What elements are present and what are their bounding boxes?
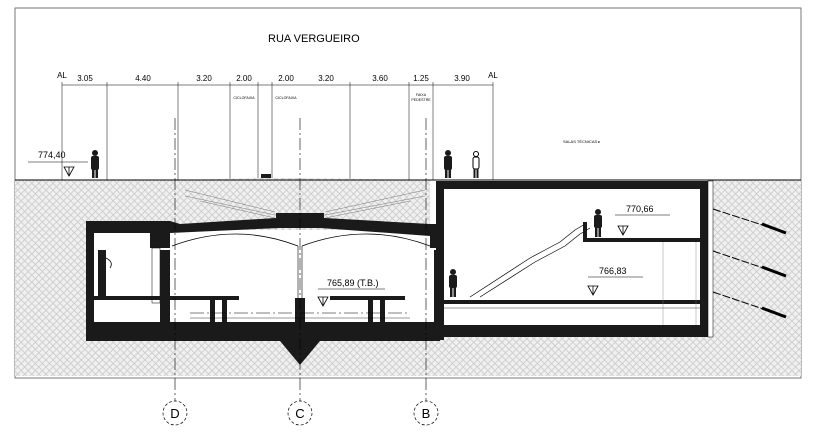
level-label: 770,66 [626,204,654,214]
level-label: 765,89 (T.B.) [327,278,379,288]
axis-label-b: B [422,406,431,421]
dim-label: 3.90 [454,74,470,83]
axis-label-d: D [170,406,179,421]
street-name: RUA VERGUEIRO [268,33,360,45]
dim-label: 4.40 [135,74,151,83]
person-icon [472,151,480,178]
ground-anchors [712,208,787,319]
ciclofaixa-label: CICLOFAIXA [233,96,255,100]
dim-label: 3.05 [77,74,93,83]
person-icon [91,150,99,178]
mezzanine-level-marker: 770,66 [615,204,670,236]
ramp-lines [184,189,426,219]
faixa-label: PEDESTRE [411,98,431,102]
al-left-label: AL [57,71,67,80]
axis-lines [174,118,427,402]
ciclofaixa-label: CICLOFAIXA [275,96,297,100]
dim-label: 1.25 [413,74,429,83]
axis-label-c: C [295,406,304,421]
level-label: 774,40 [38,150,66,160]
person-icon [594,209,602,237]
dimension-chain: AL AL 3.05 4.40 3.20 2.00 2.00 3.20 3.60… [57,71,498,180]
concourse-level-marker: 766,83 [587,266,643,296]
dim-label: 3.20 [318,74,334,83]
axis-markers: D C B [162,400,439,426]
platform-level-marker: 765,89 (T.B.) [317,278,385,307]
person-icon [444,150,452,178]
person-icon [449,269,457,297]
technical-block [436,180,714,338]
ground-level-marker: 774,40 [28,150,88,177]
dim-label: 3.20 [196,74,212,83]
dim-label: 3.60 [372,74,388,83]
faixa-label: FAIXA [416,93,427,97]
salas-tecnicas-label: SALAS TÉCNICAS ▸ [563,139,600,144]
bike-lane-marker [261,174,271,178]
dim-label: 2.00 [236,74,252,83]
dim-label: 2.00 [278,74,294,83]
al-right-label: AL [488,71,498,80]
human-figures [91,150,602,297]
level-label: 766,83 [599,266,627,276]
